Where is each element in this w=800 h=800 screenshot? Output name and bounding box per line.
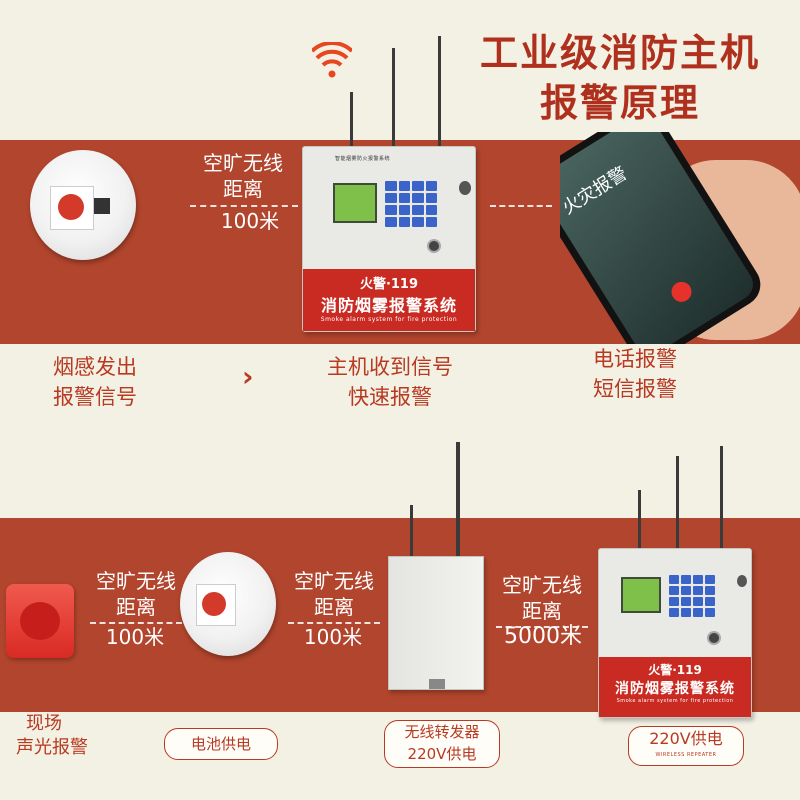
link1-line2: 距离 [116, 595, 156, 619]
host-speaker [459, 181, 471, 195]
step3-label: 电话报警 短信报警 [570, 344, 700, 404]
repeater-antenna [456, 442, 460, 562]
host-power-badge: 220V供电 WIRELESS REPEATER [628, 726, 744, 766]
link2-wireless-label: 空旷无线 距离 [284, 568, 384, 620]
antenna [350, 92, 353, 148]
detector-power-badge: 电池供电 [164, 728, 278, 760]
repeater-antenna-left [410, 505, 413, 561]
page-title: 工业级消防主机 [479, 31, 760, 75]
host-keypad [669, 575, 715, 617]
step2-line1: 主机收到信号 [327, 355, 453, 379]
link1-signal-line [90, 622, 182, 624]
top-distance: 100米 [220, 209, 280, 233]
repeater-label-line2: 220V供电 [407, 745, 477, 763]
wireless-label-line2: 距离 [223, 177, 263, 201]
link2-line1: 空旷无线 [294, 569, 374, 593]
host-title: 消防烟雾报警系统 [615, 681, 735, 697]
alarm-host-top: 智能烟雾防火报警系统 火警·119 消防烟雾报警系统 Smoke alarm s… [302, 146, 476, 332]
antenna [676, 456, 679, 550]
host-badge: 火警·119 [648, 663, 702, 677]
step1-line1: 烟感发出 [53, 355, 137, 379]
repeater-power-badge: 无线转发器 220V供电 [384, 720, 500, 768]
siren-image [6, 584, 74, 658]
smoke-detector-image-bottom [180, 552, 276, 656]
host-keyhole [707, 631, 721, 645]
repeater-label-line1: 无线转发器 [404, 723, 480, 741]
wireless-repeater-image [388, 556, 484, 690]
link3-line1: 空旷无线 [502, 573, 582, 597]
smartphone-image: 火灾报警 [560, 132, 800, 344]
host-keyhole [427, 239, 441, 253]
siren-label: 现场 声光报警 [4, 712, 100, 760]
antenna [720, 446, 723, 550]
step1-label: 烟感发出 报警信号 [30, 352, 160, 412]
link2-distance: 100米 [303, 625, 363, 649]
host-header-text: 智能烟雾防火报警系统 [335, 156, 391, 162]
arrow-icon: › [242, 360, 254, 393]
smoke-detector-image [30, 150, 136, 260]
link1-distance: 100米 [105, 625, 165, 649]
step1-line2: 报警信号 [53, 385, 137, 409]
alarm-host-bottom: 火警·119 消防烟雾报警系统 Smoke alarm system for f… [598, 548, 752, 718]
link2-signal-line [288, 622, 380, 624]
wifi-icon [310, 41, 354, 78]
siren-label-line1: 现场 [26, 713, 62, 734]
host-lcd [621, 577, 661, 613]
host-power-sublabel: WIRELESS REPEATER [655, 752, 717, 758]
host-subtitle: Smoke alarm system for fire protection [320, 316, 458, 323]
antenna [392, 48, 395, 148]
host-lcd [333, 183, 377, 223]
step2-line2: 快速报警 [348, 385, 432, 409]
antenna [638, 490, 641, 550]
siren-label-line2: 声光报警 [16, 737, 88, 758]
top-signal-line-right [490, 205, 552, 207]
antenna [438, 36, 441, 146]
top-signal-line [190, 205, 298, 207]
host-badge: 火警·119 [359, 277, 419, 292]
host-speaker [737, 575, 747, 587]
host-subtitle: Smoke alarm system for fire protection [616, 698, 734, 704]
host-red-strip: 火警·119 消防烟雾报警系统 Smoke alarm system for f… [303, 269, 475, 331]
step3-line1: 电话报警 [593, 347, 677, 371]
host-keypad [385, 181, 437, 227]
link3-distance: 5000米 [504, 624, 582, 649]
link1-wireless-label: 空旷无线 距离 [86, 568, 186, 620]
link3-line2: 距离 [522, 599, 562, 623]
page-subtitle: 报警原理 [539, 81, 700, 125]
step2-label: 主机收到信号 快速报警 [300, 352, 480, 412]
step3-line2: 短信报警 [593, 377, 677, 401]
wireless-label-line1: 空旷无线 [203, 151, 283, 175]
link1-line1: 空旷无线 [96, 569, 176, 593]
host-title: 消防烟雾报警系统 [320, 296, 457, 315]
link3-signal-line [496, 626, 588, 628]
top-wireless-label: 空旷无线 距离 [188, 150, 298, 202]
link2-line2: 距离 [314, 595, 354, 619]
host-power-label: 220V供电 [649, 729, 723, 748]
link3-wireless-label: 空旷无线 距离 [492, 572, 592, 624]
host-red-strip: 火警·119 消防烟雾报警系统 Smoke alarm system for f… [599, 657, 751, 717]
